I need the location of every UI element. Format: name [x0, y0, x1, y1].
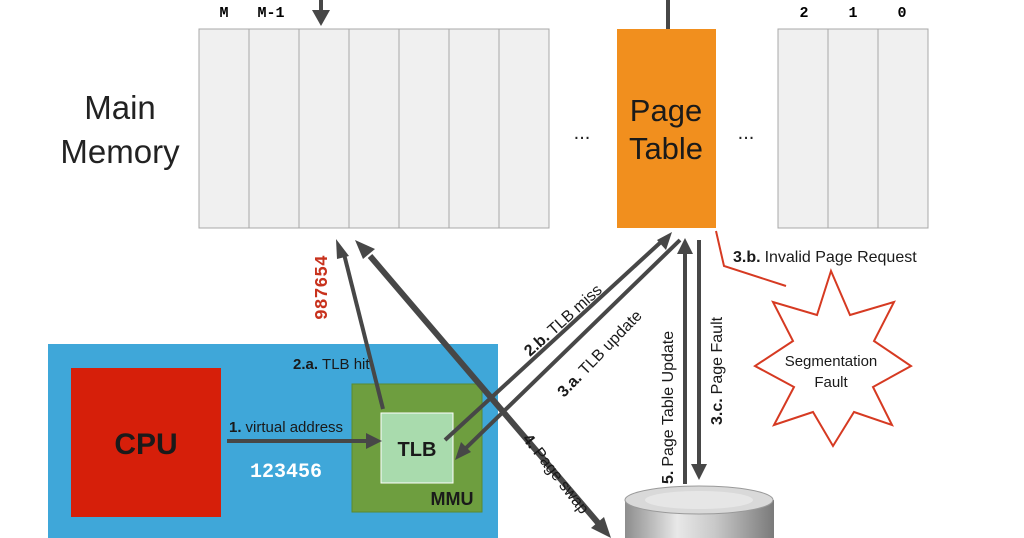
cpu-label: CPU — [114, 428, 177, 461]
memory-index-2: 2 — [799, 5, 808, 22]
segfault-label-line2: Fault — [814, 374, 848, 391]
segfault-star — [753, 268, 913, 448]
step-3b-line — [715, 230, 787, 287]
tlb-label: TLB — [398, 439, 437, 461]
step-2a-label: 2.a.TLB hit — [293, 356, 370, 373]
memory-block-right — [777, 28, 929, 229]
step-3c-arrow — [691, 240, 707, 480]
mmu-label: MMU — [431, 489, 474, 509]
memory-index-m: M — [219, 5, 228, 22]
tlb-box — [380, 412, 454, 484]
virtual-address-value: 123456 — [250, 461, 322, 484]
page-table-label-line2: Table — [629, 131, 703, 166]
step-5-label: 5.Page Table Update — [660, 331, 677, 484]
step-2b-arrow — [443, 232, 672, 442]
disk-icon — [624, 485, 774, 538]
page-table-label-line1: Page — [630, 93, 702, 128]
memory-block-left — [198, 28, 550, 229]
step-5-arrow — [677, 238, 693, 484]
step-3a-arrow — [455, 238, 682, 460]
step-2a-arrow — [336, 239, 385, 410]
step-4-arrow — [355, 240, 611, 538]
main-memory-label-line2: Memory — [60, 133, 180, 170]
incoming-arrow-left — [312, 0, 330, 26]
memory-ellipsis-left: ... — [574, 122, 591, 144]
memory-index-m-1: M-1 — [257, 5, 284, 22]
memory-ellipsis-right: ... — [738, 122, 755, 144]
step-1-arrow — [227, 433, 382, 449]
step-3b-label: 3.b.Invalid Page Request — [733, 249, 917, 266]
step-1-label: 1.virtual address — [229, 419, 343, 436]
main-memory-label-line1: Main — [84, 89, 156, 126]
step-4-label: 4.Page swap — [519, 431, 592, 518]
cpu-box — [71, 368, 221, 517]
step-3c-label: 3.c.Page Fault — [709, 316, 726, 425]
segfault-label-line1: Segmentation — [785, 353, 878, 370]
physical-address-label: 987654 — [313, 255, 333, 320]
memory-index-1: 1 — [848, 5, 857, 22]
memory-index-0: 0 — [897, 5, 906, 22]
page-table-box — [617, 29, 716, 228]
